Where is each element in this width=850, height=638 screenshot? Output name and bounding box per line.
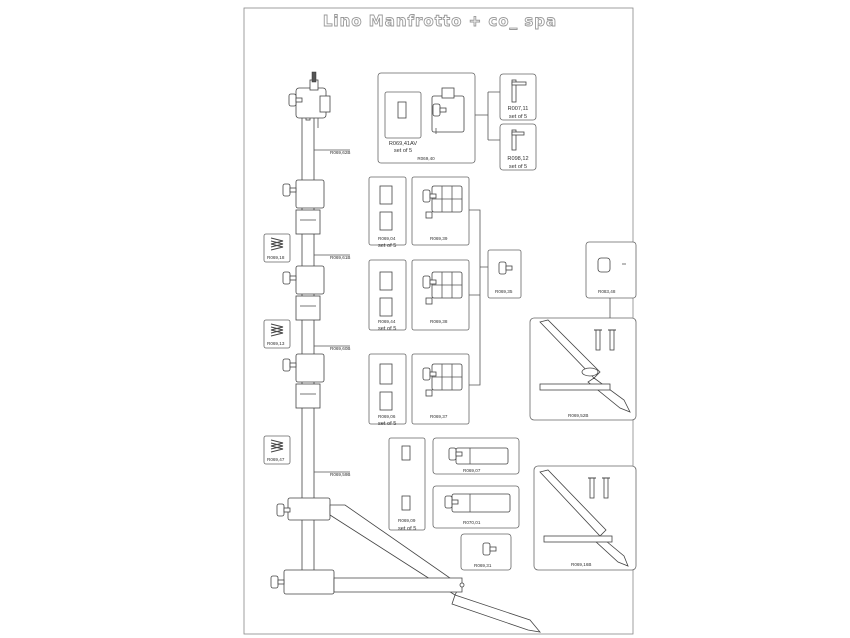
- label-r069-09-note: set of 5: [398, 526, 416, 532]
- part-box-r069-09: [388, 437, 426, 531]
- label-r069-18: R069,18: [267, 255, 285, 260]
- label-r069-41av-note: set of 5: [394, 148, 412, 154]
- label-r069-09: R069,09: [398, 518, 416, 523]
- label-r069-59b: R069,59B: [330, 472, 350, 477]
- label-r007-11: R007,11: [508, 106, 529, 112]
- label-r069-06-note: set of 5: [378, 421, 396, 427]
- part-box-r069-07: [432, 437, 520, 475]
- part-box-r083-48: [585, 241, 637, 299]
- brand-title: Lino Manfrotto + co_ spa: [323, 12, 557, 30]
- label-r007-11-note: set of 5: [509, 114, 527, 120]
- label-r069-60b: R069,60B: [330, 346, 350, 351]
- label-r069-06: R069,06: [378, 414, 396, 419]
- part-box-r069-35: [487, 249, 522, 299]
- label-r069-39: R069,39: [430, 236, 448, 241]
- label-r069-40: R069,40: [417, 156, 435, 161]
- label-r069-37: R069,37: [430, 414, 448, 419]
- part-box-r007-11: [499, 73, 537, 121]
- part-box-r069-37: [411, 353, 470, 425]
- label-r069-35: R069,35: [495, 289, 513, 294]
- label-r069-41av: R069,41AV: [389, 141, 417, 147]
- part-box-r070-01: [432, 485, 520, 529]
- label-r070-01: R070,01: [463, 520, 481, 525]
- part-box-r069-06: [368, 353, 407, 425]
- label-r069-61b: R069,61B: [330, 255, 350, 260]
- label-r098-12-note: set of 5: [509, 164, 527, 170]
- label-r069-31: R069,31: [474, 563, 492, 568]
- part-box-r069-40: [377, 72, 476, 164]
- label-r069-44: R069,44: [378, 319, 396, 324]
- part-box-r069-04: [368, 176, 407, 246]
- part-box-r069-13: [263, 319, 291, 349]
- label-r069-07: R069,07: [463, 468, 481, 473]
- label-r069-62b: R069,62B: [330, 150, 350, 155]
- stand-main: [270, 71, 541, 633]
- label-r069-44-note: set of 5: [378, 326, 396, 332]
- part-box-r069-18: [263, 233, 291, 263]
- part-box-r069-47: [263, 435, 291, 465]
- part-box-r069-44: [368, 259, 407, 331]
- part-box-r069-31: [460, 533, 512, 571]
- label-r069-16b: R069,16B: [571, 562, 591, 567]
- part-box-r069-16b: [533, 465, 637, 571]
- label-r069-04: R069,04: [378, 236, 396, 241]
- label-r069-52b: R069,52B: [568, 413, 588, 418]
- label-r069-04-note: set of 5: [378, 243, 396, 249]
- part-box-r098-12: [499, 123, 537, 171]
- label-r098-12: R098,12: [507, 156, 528, 162]
- part-box-r069-52b: [529, 317, 637, 421]
- label-r069-13: R069,13: [267, 341, 285, 346]
- label-r069-47: R069,47: [267, 457, 285, 462]
- part-box-r069-39: [411, 176, 470, 246]
- label-r083-48: R083,48: [598, 289, 616, 294]
- label-r069-38: R069,38: [430, 319, 448, 324]
